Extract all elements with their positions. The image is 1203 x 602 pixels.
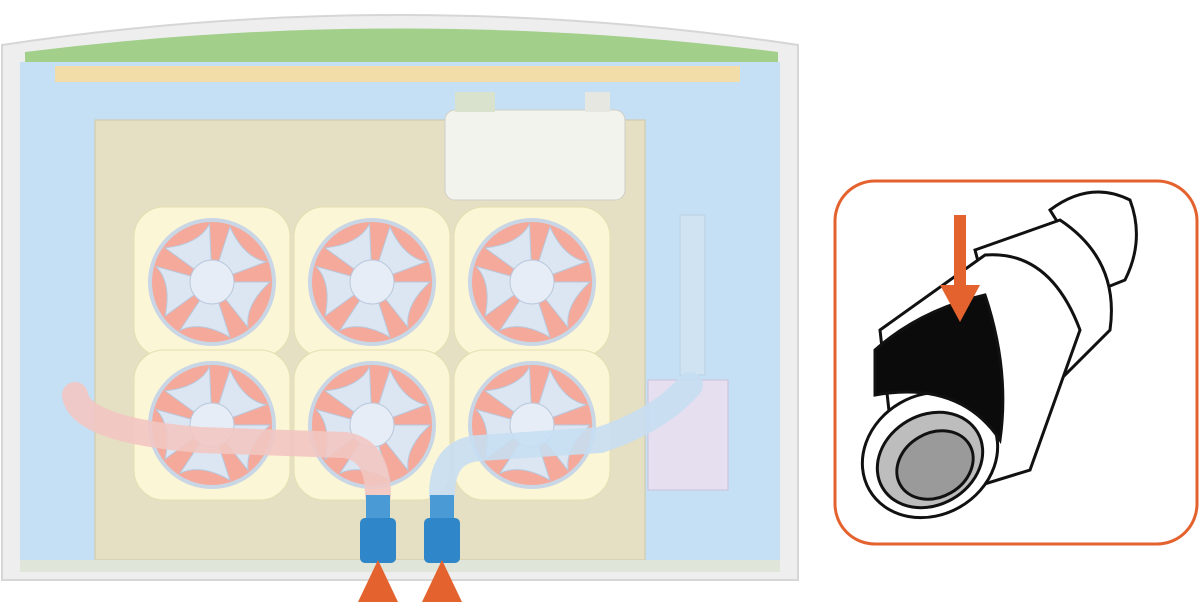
coupling-icon — [860, 190, 1138, 520]
fan-icon — [453, 349, 611, 501]
coupling-right[interactable] — [424, 495, 460, 563]
coupling-left[interactable] — [360, 495, 396, 563]
fan-array — [133, 206, 611, 501]
fan-icon — [293, 206, 451, 358]
up-arrow-icon — [358, 560, 398, 602]
return-hose — [429, 372, 703, 508]
up-arrow-icon — [422, 560, 462, 602]
fan-icon — [133, 206, 291, 358]
down-arrow-icon — [940, 285, 980, 322]
top-strip — [55, 66, 740, 82]
top-vent — [25, 28, 778, 62]
supply-hose — [62, 382, 391, 508]
down-arrow-shaft — [954, 215, 966, 290]
detail-callout — [833, 179, 1199, 546]
fan-icon — [293, 349, 451, 501]
fan-icon — [453, 206, 611, 358]
vertical-pipe — [679, 214, 706, 376]
expansion-tank — [444, 92, 626, 201]
